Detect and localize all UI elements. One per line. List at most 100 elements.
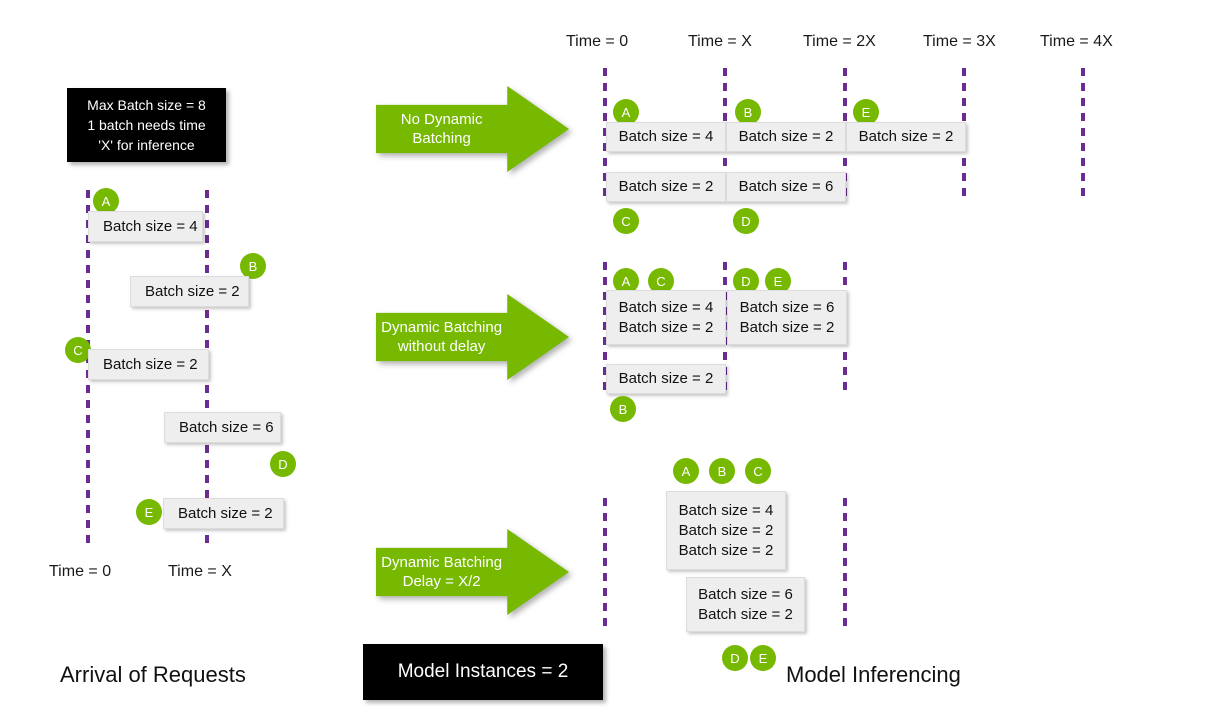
s3-i2-slot1-box: Batch size = 6 Batch size = 2 — [686, 577, 805, 632]
callout-max-batch-line2: 1 batch needs time — [87, 117, 206, 133]
s2-i2-slot1-box: Batch size = 2 — [606, 364, 726, 394]
arrow-dynamic-batching-delay-line1: Dynamic Batching — [381, 554, 503, 571]
s3-i1-slot1-line1: Batch size = 4 — [678, 501, 774, 519]
s3-i2-slot1-line1: Batch size = 6 — [698, 585, 793, 603]
s1-i1-slot2-box: Batch size = 2 — [726, 122, 846, 152]
s1-i2-slot1-badge-c-label: C — [621, 213, 631, 229]
s1-i1-slot1-line1: Batch size = 4 — [618, 128, 714, 145]
s3-i1-slot1-badge-c-label: C — [753, 463, 763, 479]
s3-i2-slot1-badge-d-label: D — [730, 650, 740, 666]
s3-i1-slot1-badge-a-label: A — [681, 463, 691, 479]
arrow-dynamic-batching-delay: Dynamic Batching Delay = X/2 — [376, 529, 569, 615]
s2-i1-slot2-line2: Batch size = 2 — [739, 318, 835, 336]
s3-i1-slot1-badge-b-label: B — [717, 463, 727, 479]
s1-i1-slot1-badge-a-label: A — [621, 104, 631, 120]
right-time-label-x: Time = X — [688, 33, 752, 50]
arrow-dynamic-batching-no-delay-line1: Dynamic Batching — [381, 319, 503, 336]
s1-i2-slot2-badge-d: D — [733, 208, 759, 234]
left-request-box-c-text: Batch size = 2 — [103, 355, 198, 373]
s1-i1-slot2-line1: Batch size = 2 — [738, 128, 834, 145]
left-badge-a: A — [93, 188, 119, 214]
s1-timeline-0 — [603, 68, 607, 203]
s3-i1-slot1-line3: Batch size = 2 — [678, 541, 774, 559]
s2-i2-slot1-badge-b-label: B — [618, 401, 628, 417]
s3-i1-slot1-badge-c: C — [745, 458, 771, 484]
right-time-label-3x: Time = 3X — [923, 33, 996, 50]
left-request-box-e: Batch size = 2 — [163, 498, 284, 529]
callout-model-instances-line1: Model Instances = 2 — [397, 661, 569, 682]
s1-i1-slot3-line1: Batch size = 2 — [858, 128, 954, 145]
s2-i1-slot2-box: Batch size = 6 Batch size = 2 — [727, 290, 847, 345]
s3-i1-slot1-badge-a: A — [673, 458, 699, 484]
s2-i1-slot1-line1: Batch size = 4 — [618, 298, 714, 316]
left-request-box-a: Batch size = 4 — [88, 211, 203, 242]
callout-max-batch: Max Batch size = 8 1 batch needs time 'X… — [67, 88, 226, 162]
s3-timeline-0 — [603, 498, 607, 630]
left-request-box-b-text: Batch size = 2 — [145, 282, 240, 300]
s1-i1-slot3-badge-e: E — [853, 99, 879, 125]
s1-i2-slot1-line1: Batch size = 2 — [618, 178, 714, 195]
left-badge-c: C — [65, 337, 91, 363]
s1-i1-slot2-badge-b: B — [735, 99, 761, 125]
left-time-label-x: Time = X — [168, 563, 232, 580]
left-request-box-b: Batch size = 2 — [130, 276, 249, 307]
s3-i1-slot1-box: Batch size = 4 Batch size = 2 Batch size… — [666, 491, 786, 570]
arrow-no-dynamic-batching-line2: Batching — [412, 130, 471, 147]
left-badge-e: E — [136, 499, 162, 525]
arrow-dynamic-batching-delay-line2: Delay = X/2 — [402, 573, 481, 590]
s2-i1-slot1-badge-a-label: A — [621, 273, 631, 289]
s1-i2-slot2-box: Batch size = 6 — [726, 172, 846, 202]
s3-i2-slot1-badge-d: D — [722, 645, 748, 671]
arrow-dynamic-batching-no-delay-line2: without delay — [397, 338, 486, 355]
left-request-box-e-text: Batch size = 2 — [178, 504, 273, 522]
callout-model-instances: Model Instances = 2 — [363, 644, 603, 700]
s3-i1-slot1-line2: Batch size = 2 — [678, 521, 774, 539]
s2-i1-slot1-box: Batch size = 4 Batch size = 2 — [606, 290, 726, 345]
s2-i1-slot2-line1: Batch size = 6 — [739, 298, 835, 316]
s2-i2-slot1-badge-b: B — [610, 396, 636, 422]
s3-i2-slot1-badge-e: E — [750, 645, 776, 671]
s2-i1-slot2-badge-e-label: E — [773, 273, 783, 289]
s3-i2-slot1-line2: Batch size = 2 — [698, 605, 793, 623]
s1-i2-slot2-line1: Batch size = 6 — [738, 178, 834, 195]
arrow-no-dynamic-batching-line1: No Dynamic — [400, 111, 483, 128]
right-time-label-4x: Time = 4X — [1040, 33, 1113, 50]
s1-i1-slot3-box: Batch size = 2 — [846, 122, 966, 152]
s1-i1-slot1-badge-a: A — [613, 99, 639, 125]
left-badge-d-label: D — [278, 456, 288, 472]
left-request-box-d: Batch size = 6 — [164, 412, 281, 443]
s2-i1-slot1-badge-c: C — [648, 268, 674, 294]
left-badge-a-label: A — [101, 193, 111, 209]
left-time-label-0: Time = 0 — [49, 563, 112, 580]
s3-i1-slot1-badge-b: B — [709, 458, 735, 484]
left-request-box-c: Batch size = 2 — [88, 349, 209, 380]
s1-i2-slot2-badge-d-label: D — [741, 213, 751, 229]
left-request-box-d-text: Batch size = 6 — [179, 418, 274, 436]
s1-i1-slot3-badge-e-label: E — [861, 104, 871, 120]
arrow-no-dynamic-batching: No Dynamic Batching — [376, 86, 569, 172]
s1-timeline-4x — [1081, 68, 1085, 203]
right-time-label-2x: Time = 2X — [803, 33, 876, 50]
s2-i1-slot2-badge-d: D — [733, 268, 759, 294]
left-request-box-a-text: Batch size = 4 — [103, 217, 198, 235]
s3-i2-slot1-badge-e-label: E — [758, 650, 768, 666]
s2-i2-slot1-line1: Batch size = 2 — [618, 370, 714, 387]
s2-i1-slot1-badge-a: A — [613, 268, 639, 294]
s2-i1-slot1-badge-c-label: C — [656, 273, 666, 289]
s2-i1-slot1-line2: Batch size = 2 — [618, 318, 714, 336]
left-badge-d: D — [270, 451, 296, 477]
callout-max-batch-line3: 'X' for inference — [98, 137, 195, 153]
s2-i1-slot2-badge-d-label: D — [741, 273, 751, 289]
left-panel-caption: Arrival of Requests — [60, 662, 246, 687]
s2-i1-slot2-badge-e: E — [765, 268, 791, 294]
right-time-label-0: Time = 0 — [566, 33, 629, 50]
s2-timeline-0 — [603, 262, 607, 397]
arrow-dynamic-batching-no-delay: Dynamic Batching without delay — [376, 294, 569, 380]
callout-max-batch-line1: Max Batch size = 8 — [87, 97, 206, 113]
s1-i1-slot1-box: Batch size = 4 — [606, 122, 726, 152]
left-badge-b: B — [240, 253, 266, 279]
left-badge-b-label: B — [248, 258, 258, 274]
left-badge-c-label: C — [73, 342, 83, 358]
s1-i2-slot1-badge-c: C — [613, 208, 639, 234]
